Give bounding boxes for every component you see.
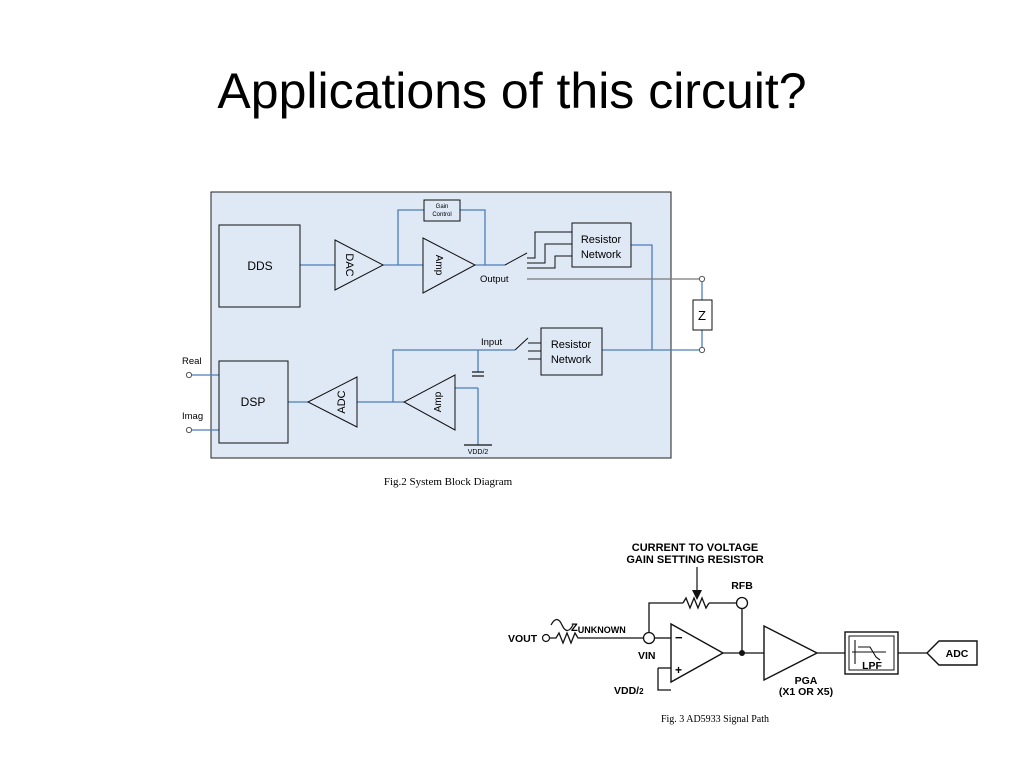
fig3-caption: Fig. 3 AD5933 Signal Path xyxy=(661,714,769,725)
gain-control-line1: Gain xyxy=(436,204,449,210)
dsp-block xyxy=(218,360,289,444)
amp-bottom-triangle xyxy=(402,374,456,431)
capacitor-symbol xyxy=(472,371,484,377)
gain-control-line2: Control xyxy=(432,212,451,218)
vdd-wire xyxy=(657,667,671,691)
vdd-label: VDD/2 xyxy=(614,685,644,697)
adc-triangle xyxy=(306,376,358,428)
gain-resistor-annotation-line1: CURRENT TO VOLTAGE xyxy=(632,542,759,554)
fig2-caption: Fig.2 System Block Diagram xyxy=(384,476,513,488)
resistor-network-bottom-line2: Network xyxy=(551,354,592,366)
dds-label: DDS xyxy=(247,259,272,273)
resistor-network-bottom-line1: Resistor xyxy=(551,339,592,351)
resistor-network-top-line1: Resistor xyxy=(581,234,622,246)
output-label: Output xyxy=(480,274,509,285)
z-terminal-bottom xyxy=(698,346,706,354)
lpf-inner xyxy=(848,635,895,671)
input-label: Input xyxy=(481,337,502,348)
dac-triangle xyxy=(334,239,385,291)
z-impedance-box xyxy=(692,299,713,331)
vdd2-label: VDD/2 xyxy=(468,449,489,456)
z-unknown-label: ZUNKNOWN xyxy=(571,622,626,635)
vin-label: VIN xyxy=(638,650,656,662)
fig2-wires xyxy=(189,209,703,445)
pga-label: PGA xyxy=(795,675,818,687)
imag-label: Imag xyxy=(182,411,203,422)
resistor-network-top xyxy=(571,222,632,268)
fig2-system-block-diagram: DDS DAC Gain Control Amp Output Resistor… xyxy=(182,191,713,488)
amp-bottom-label: Amp xyxy=(433,391,444,412)
annotation-arrow xyxy=(692,567,702,600)
z-terminal-top xyxy=(698,275,706,283)
opamp-plus: + xyxy=(675,663,682,677)
real-terminal xyxy=(185,371,193,379)
vdd-subscript: 2 xyxy=(639,687,644,696)
resistor-network-top-line2: Network xyxy=(581,249,622,261)
gain-control-block xyxy=(423,199,461,222)
bottom-switch-array xyxy=(514,337,541,360)
z-label: Z xyxy=(698,308,706,323)
adc-block xyxy=(926,640,978,666)
real-label: Real xyxy=(182,356,202,367)
pga-gain-label: (X1 OR X5) xyxy=(779,686,833,698)
ac-source-icon xyxy=(550,618,574,632)
amp-top-triangle xyxy=(422,237,477,294)
rfb-terminal xyxy=(735,596,749,610)
vout-terminal xyxy=(541,633,551,643)
amp-top-label: Amp xyxy=(433,255,444,276)
top-switch-array xyxy=(504,231,572,269)
vout-label: VOUT xyxy=(508,633,538,645)
junction-dot xyxy=(739,650,745,656)
opamp-triangle xyxy=(670,622,725,684)
imag-terminal xyxy=(185,426,193,434)
dac-label: DAC xyxy=(343,253,355,276)
resistor-network-bottom xyxy=(540,327,603,376)
adc-block-label: ADC xyxy=(946,648,969,660)
rfb-label: RFB xyxy=(731,580,753,592)
adc-label: ADC xyxy=(336,390,348,413)
opamp-minus: − xyxy=(675,630,683,645)
vin-terminal xyxy=(642,631,656,645)
z-unknown-subscript: UNKNOWN xyxy=(578,625,626,635)
pga-triangle xyxy=(763,624,819,682)
fig3-signal-path: CURRENT TO VOLTAGE GAIN SETTING RESISTOR… xyxy=(500,533,985,725)
dsp-label: DSP xyxy=(241,395,266,409)
lpf-block xyxy=(844,631,899,675)
gain-resistor-annotation-line2: GAIN SETTING RESISTOR xyxy=(626,554,763,566)
feedback-wiring xyxy=(648,596,743,653)
dds-block xyxy=(218,224,301,308)
slide-title: Applications of this circuit? xyxy=(217,63,807,119)
zunknown-resistor xyxy=(550,631,643,645)
lpf-label: LPF xyxy=(862,660,882,672)
lpf-response-icon xyxy=(852,640,886,664)
